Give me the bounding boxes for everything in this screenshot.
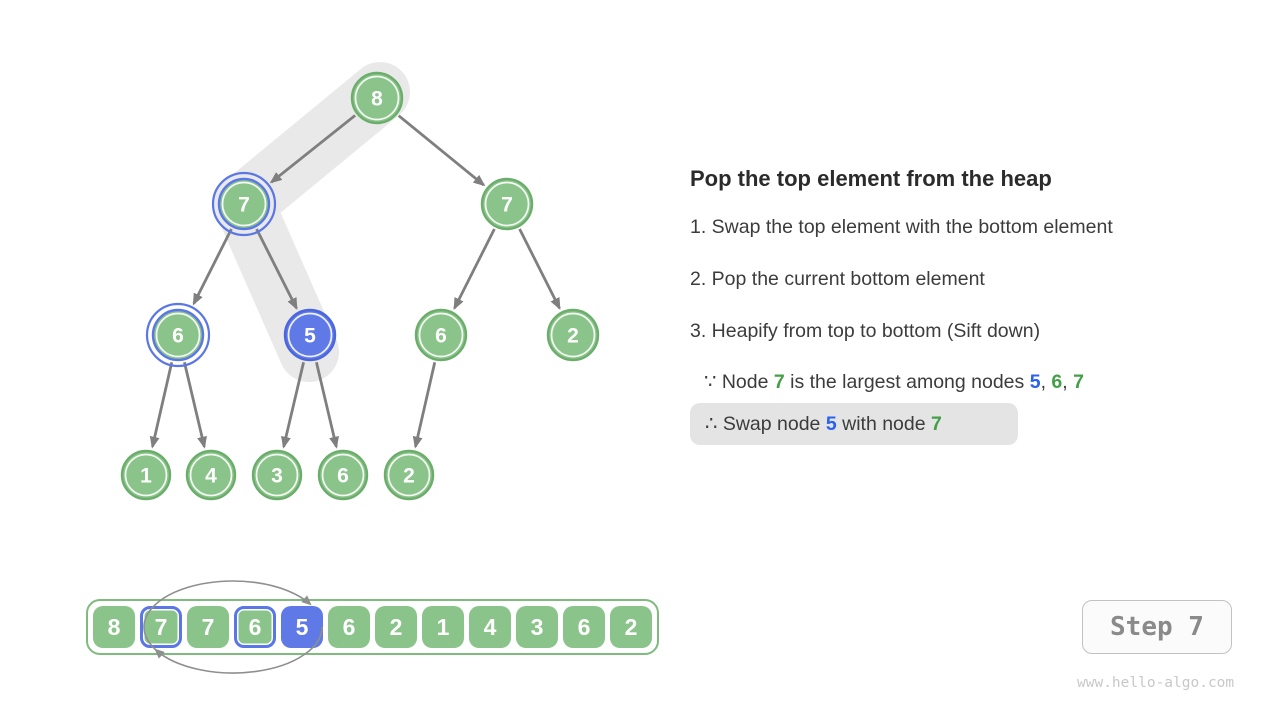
tree-node-2B: 2 (383, 449, 435, 501)
tree-node-value: 6 (172, 325, 184, 348)
array-cell: 3 (516, 606, 558, 648)
note-text: ∴ Swap node (705, 413, 826, 435)
tree-node-6R: 6 (414, 308, 468, 362)
array-cell: 4 (469, 606, 511, 648)
note-text: ∵ Node (704, 371, 774, 393)
tree-node-value: 4 (205, 465, 217, 488)
tree-edge (412, 361, 437, 449)
tree-node-value: 7 (238, 194, 250, 217)
tree-node-value: 6 (337, 465, 349, 488)
tree-node-7R: 7 (480, 177, 534, 231)
tree-node-2R: 2 (546, 308, 600, 362)
tree-node-value: 6 (435, 325, 447, 348)
array-cell: 6 (328, 606, 370, 648)
node-ref-7: 7 (773, 371, 785, 393)
tree-node-4: 4 (185, 449, 237, 501)
note-text: with node (836, 413, 931, 435)
node-ref-5: 5 (1029, 371, 1041, 393)
tree-node-3: 3 (251, 449, 303, 501)
therefore-note: ∴ Swap node 5 with node 7 (705, 412, 942, 436)
page-title: Pop the top element from the heap (690, 166, 1052, 191)
array-cell: 7 (140, 606, 182, 648)
array-cell: 2 (375, 606, 417, 648)
swap-arc-bottom (154, 626, 323, 674)
tree-node-8: 8 (350, 71, 404, 125)
tree-node-value: 2 (403, 465, 415, 488)
tree-edge (149, 361, 174, 449)
array-cell: 8 (93, 606, 135, 648)
tree-node-value: 2 (567, 325, 579, 348)
array-cell: 6 (563, 606, 605, 648)
heap-tree-diagram: 8 7 7 6 5 6 2 1 4 3 6 2 (120, 62, 600, 501)
node-ref-7: 7 (1073, 371, 1084, 393)
tree-node-1: 1 (120, 449, 172, 501)
tree-edge (518, 228, 561, 310)
because-note: ∵ Node 7 is the largest among nodes 5, 6… (704, 370, 1084, 394)
tree-node-6B: 6 (317, 449, 369, 501)
tree-edge (255, 228, 298, 310)
note-text: is the largest among nodes (784, 371, 1030, 393)
tree-node-value: 1 (140, 465, 152, 488)
node-ref-5: 5 (825, 413, 837, 435)
array-cell: 2 (610, 606, 652, 648)
tree-edge (281, 361, 305, 449)
tree-edge (453, 228, 496, 310)
array-cell: 5 (281, 606, 323, 648)
instruction-step-3: 3. Heapify from top to bottom (Sift down… (690, 320, 1041, 342)
tree-node-6L: 6 (145, 302, 211, 368)
swap-arc-top (143, 580, 312, 651)
watermark-url: www.hello-algo.com (1077, 675, 1235, 691)
swap-cycle-indicator (143, 580, 323, 674)
array-cell: 7 (187, 606, 229, 648)
tree-node-value: 8 (371, 88, 383, 111)
instruction-step-2: 2. Pop the current bottom element (690, 268, 985, 290)
node-ref-6: 6 (1051, 371, 1063, 393)
note-text: , (1040, 371, 1052, 393)
tree-node-7L: 7 (211, 171, 277, 237)
tree-node-value: 7 (501, 194, 513, 217)
tree-edge (192, 228, 233, 306)
tree-node-value: 3 (271, 465, 283, 488)
tree-edge (397, 114, 486, 187)
therefore-highlight-box: ∴ Swap node 5 with node 7 (690, 403, 1018, 445)
tree-node-5: 5 (283, 308, 337, 362)
tree-node-value: 5 (304, 325, 316, 348)
node-ref-7: 7 (931, 413, 942, 435)
note-text: , (1062, 371, 1074, 393)
tree-edge (315, 361, 339, 449)
tree-edge (183, 361, 207, 449)
array-cell: 6 (234, 606, 276, 648)
tree-edge (269, 114, 356, 184)
array-cell: 1 (422, 606, 464, 648)
step-button[interactable]: Step 7 (1082, 600, 1232, 654)
instruction-step-1: 1. Swap the top element with the bottom … (690, 216, 1113, 238)
